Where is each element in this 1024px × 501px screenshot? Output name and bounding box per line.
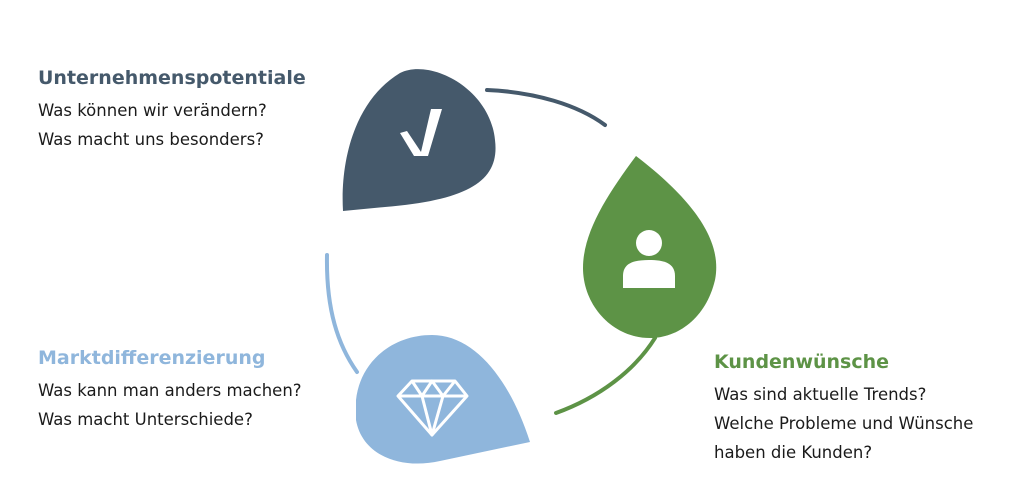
potential-leaf bbox=[342, 69, 496, 211]
potential-line-1: Was können wir verändern? bbox=[38, 101, 267, 120]
connector-market-potential bbox=[324, 253, 359, 374]
market-line-1: Was kann man anders machen? bbox=[38, 381, 302, 400]
connector-potential-customer bbox=[485, 88, 607, 127]
customer-line-2: Welche Probleme und Wünsche bbox=[714, 414, 974, 433]
customer-text-block: Kundenwünsche Was sind aktuelle Trends? … bbox=[714, 350, 973, 467]
potential-title: Unternehmenspotentiale bbox=[38, 67, 306, 89]
customer-title: Kundenwünsche bbox=[714, 351, 890, 373]
customer-leaf bbox=[583, 156, 717, 338]
check-icon bbox=[400, 109, 442, 156]
market-title: Marktdifferenzierung bbox=[38, 347, 266, 369]
market-leaf bbox=[356, 335, 530, 464]
market-line-2: Was macht Unterschiede? bbox=[38, 410, 253, 429]
potential-line-2: Was macht uns besonders? bbox=[38, 130, 264, 149]
potential-text-block: Unternehmenspotentiale Was können wir ve… bbox=[38, 66, 306, 154]
person-icon bbox=[623, 230, 675, 288]
market-text-block: Marktdifferenzierung Was kann man anders… bbox=[38, 346, 302, 434]
connector-customer-market bbox=[554, 336, 657, 415]
customer-line-1: Was sind aktuelle Trends? bbox=[714, 385, 927, 404]
customer-line-3: haben die Kunden? bbox=[714, 443, 873, 462]
diamond-icon bbox=[396, 379, 469, 437]
